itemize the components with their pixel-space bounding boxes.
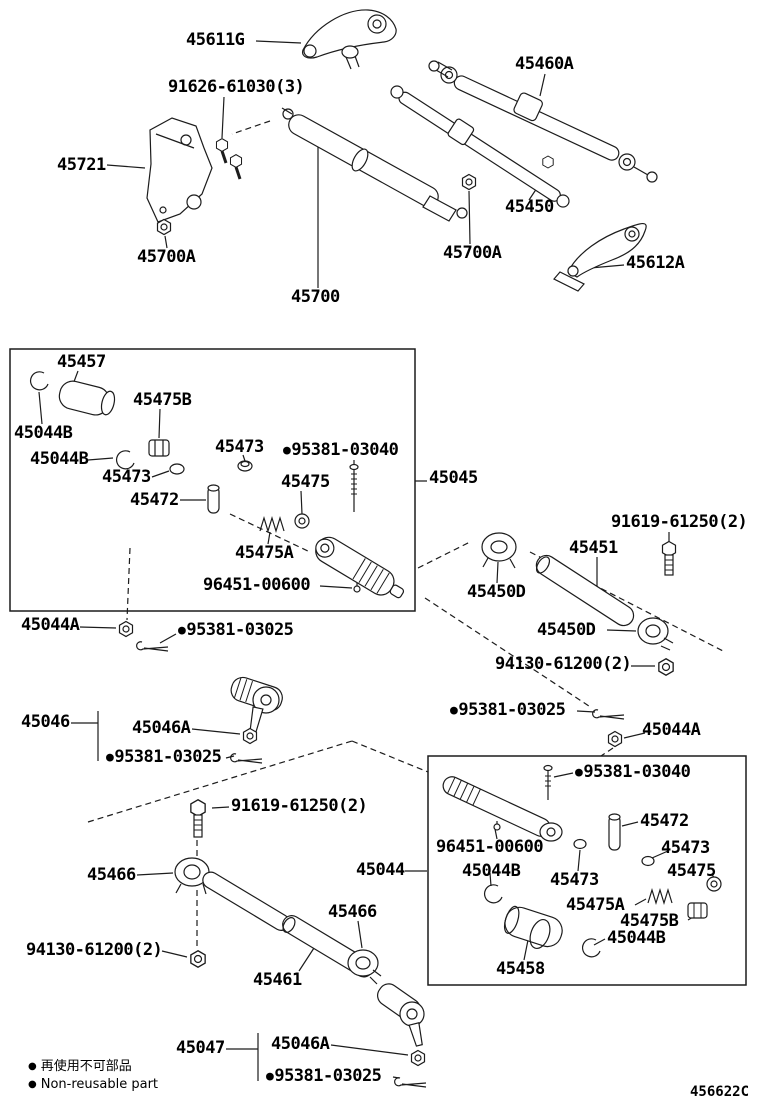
part-label-91619-61250-2: 91619-61250(2) — [231, 796, 368, 816]
legend-text-jp: 再使用不可部品 — [40, 1059, 132, 1074]
part-label-45472-2: 45472 — [640, 811, 689, 831]
rod-end-kit-1-drawing — [29, 371, 405, 599]
part-label-45045: 45045 — [429, 468, 478, 488]
part-label-45047: 45047 — [176, 1038, 225, 1058]
part-label-45044a-1: 45044A — [21, 615, 80, 635]
part-label-95381-03025-1: ●95381-03025 — [178, 620, 294, 640]
nut-45044a-left-drawing — [118, 620, 169, 652]
part-label-45461: 45461 — [253, 970, 302, 990]
relay-rod-drawing — [281, 107, 468, 222]
part-label-95381-03040-1: ●95381-03040 — [283, 440, 399, 460]
non-reusable-marker-icon: ● — [178, 623, 186, 638]
part-label-45466-2: 45466 — [328, 902, 377, 922]
non-reusable-marker-icon: ● — [106, 750, 114, 765]
rod-end-kit-2-drawing — [442, 764, 722, 958]
part-label-45458: 45458 — [496, 959, 545, 979]
part-label-94130-61200-1: 94130-61200(2) — [495, 654, 632, 674]
part-label-45044a-2: 45044A — [642, 720, 701, 740]
part-label-45475b-1: 45475B — [133, 390, 192, 410]
non-reusable-marker-icon: ● — [450, 703, 458, 718]
part-label-45473-3: 45473 — [661, 838, 710, 858]
tie-rod-end-45046-drawing — [230, 676, 283, 764]
legend-line-jp: ●再使用不可部品 — [28, 1058, 158, 1076]
nut-45700a-right-drawing — [461, 173, 477, 191]
idler-arm-drawing — [553, 223, 647, 292]
part-label-45460a: 45460A — [515, 54, 574, 74]
part-label-45044b-3: 45044B — [462, 861, 521, 881]
part-label-45721: 45721 — [57, 155, 106, 175]
part-label-45475b-2: 45475B — [620, 911, 679, 931]
non-reusable-marker-icon: ● — [266, 1069, 274, 1084]
part-label-95381-03025-3: ●95381-03025 — [106, 747, 222, 767]
legend-line-en: ●Non-reusable part — [28, 1076, 158, 1094]
part-label-45473-4: 45473 — [550, 870, 599, 890]
part-label-45700a-1: 45700A — [137, 247, 196, 267]
parts-group-box-2 — [427, 755, 747, 986]
non-reusable-marker-icon: ● — [28, 1079, 37, 1091]
part-label-96451-00600-1: 96451-00600 — [203, 575, 311, 595]
part-label-45475a-1: 45475A — [235, 543, 294, 563]
leader-lines — [38, 40, 715, 1081]
part-label-45044b-1: 45044B — [14, 423, 73, 443]
part-label-45466-1: 45466 — [87, 865, 136, 885]
part-label-95381-03025-2: ●95381-03025 — [450, 700, 566, 720]
non-reusable-marker-icon: ● — [28, 1061, 37, 1072]
part-number-text: 95381-03025 — [114, 747, 222, 767]
part-label-45450: 45450 — [505, 197, 554, 217]
tie-rod-upper-drawing — [390, 85, 570, 208]
drag-link-drawing — [428, 60, 658, 183]
part-label-45044: 45044 — [356, 860, 405, 880]
non-reusable-marker-icon: ● — [283, 443, 291, 458]
bracket-drawing — [146, 117, 213, 223]
legend: ●再使用不可部品 ●Non-reusable part — [28, 1058, 158, 1094]
part-label-45475a-2: 45475A — [566, 895, 625, 915]
part-label-45475-1: 45475 — [281, 472, 330, 492]
part-label-45450d-1: 45450D — [467, 582, 526, 602]
part-number-text: 95381-03025 — [186, 620, 294, 640]
part-label-45473-2: 45473 — [102, 467, 151, 487]
part-label-45612a: 45612A — [626, 253, 685, 273]
part-label-95381-03025-4: ●95381-03025 — [266, 1066, 382, 1086]
adjuster-tube-assembly-drawing — [481, 532, 677, 748]
part-label-45700a-2: 45700A — [443, 243, 502, 263]
legend-text-en: Non-reusable part — [40, 1077, 159, 1093]
non-reusable-marker-icon: ● — [575, 765, 583, 780]
part-number-text: 95381-03040 — [291, 440, 399, 460]
part-label-45046: 45046 — [21, 712, 70, 732]
part-label-45473-1: 45473 — [215, 437, 264, 457]
part-label-45451: 45451 — [569, 538, 618, 558]
part-label-45450d-2: 45450D — [537, 620, 596, 640]
tie-rod-lower-drawing — [174, 799, 427, 1088]
part-label-45044b-4: 45044B — [607, 928, 666, 948]
part-label-45700: 45700 — [291, 287, 340, 307]
part-label-45611g: 45611G — [186, 30, 245, 50]
part-label-94130-61200-2: 94130-61200(2) — [26, 940, 163, 960]
parts-group-box-1 — [9, 348, 416, 612]
part-number-text: 95381-03040 — [583, 762, 691, 782]
pitman-arm-drawing — [302, 9, 397, 70]
part-number-text: 95381-03025 — [274, 1066, 382, 1086]
nut-45700a-left-drawing — [156, 218, 172, 236]
part-label-45046a-2: 45046A — [271, 1034, 330, 1054]
part-label-96451-00600-2: 96451-00600 — [436, 837, 544, 857]
bolts-91626-drawing — [215, 138, 243, 180]
part-number-text: 95381-03025 — [458, 700, 566, 720]
part-label-45475-2: 45475 — [667, 861, 716, 881]
part-label-91626-61030: 91626-61030(3) — [168, 77, 305, 97]
part-label-91619-61250-1: 91619-61250(2) — [611, 512, 748, 532]
part-label-45457: 45457 — [57, 352, 106, 372]
part-label-45044b-2: 45044B — [30, 449, 89, 469]
part-label-45046a-1: 45046A — [132, 718, 191, 738]
drawing-code: 456622C — [690, 1084, 750, 1100]
part-label-95381-03040-2: ●95381-03040 — [575, 762, 691, 782]
part-label-45472-1: 45472 — [130, 490, 179, 510]
